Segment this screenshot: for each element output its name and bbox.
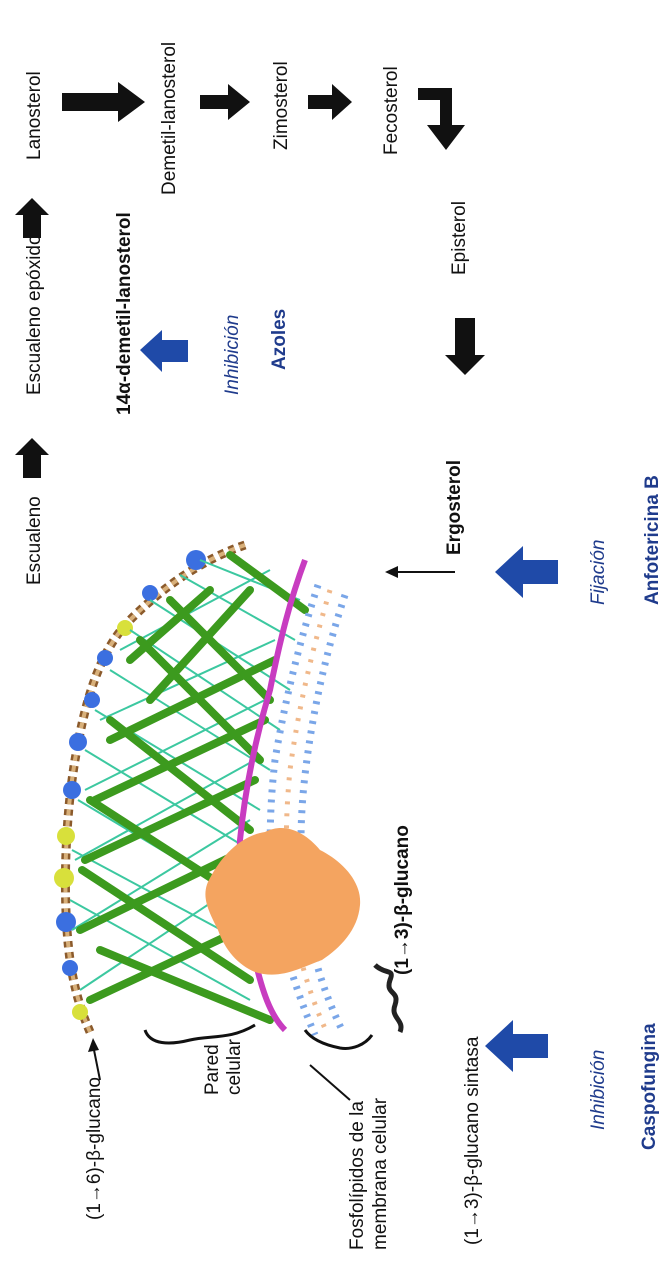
knob <box>142 585 158 601</box>
glucan-synthase-enzyme <box>205 828 361 975</box>
caspofungina-inhibition-label: Inhibición <box>588 1050 609 1130</box>
label-14-demetil-lanosterol: 14α-demetil-lanosterol <box>114 212 135 415</box>
knob <box>97 650 113 666</box>
knob <box>117 620 133 636</box>
knob <box>72 1004 88 1020</box>
arrow-episterol-ergosterol-icon <box>445 318 485 375</box>
mannoprotein-knobs <box>54 550 206 1020</box>
caspofungina-label: Caspofungina <box>639 1023 660 1150</box>
ergosterol-pathway: Lanosterol Demetil-lanosterol Zimosterol… <box>15 42 485 585</box>
label-glucan-1-3: (1→3)-β-glucano <box>392 825 413 975</box>
drug-azoles: Inhibición Azoles <box>140 309 290 395</box>
cell-labels: (1→6)-β-glucano Pared celular (1→3)-β-gl… <box>84 566 483 1250</box>
knob <box>57 827 75 845</box>
label-glucan-synthase: (1→3)-β-glucano sintasa <box>462 1036 483 1245</box>
label-pared-line1: Pared <box>202 1044 223 1095</box>
label-ergosterol: Ergosterol <box>444 460 465 555</box>
anfotericina-fixation-label: Fijación <box>588 540 609 605</box>
bilayer-inner <box>297 593 349 1032</box>
label-fecosterol: Fecosterol <box>381 66 402 155</box>
arrow-zimosterol-fecosterol-icon <box>308 84 352 120</box>
pointer-phospho-icon <box>309 1064 351 1101</box>
arrow-escualeno-epoxido-icon <box>15 438 49 478</box>
blue-arrow-anfotericina-icon <box>495 546 558 598</box>
label-episterol: Episterol <box>449 201 470 275</box>
synthase-glyph-icon <box>373 963 404 1033</box>
label-zimosterol: Zimosterol <box>271 61 292 150</box>
pointer-ergosterol-head-icon <box>385 566 398 578</box>
knob <box>63 781 81 799</box>
pared-brace-icon <box>143 1023 256 1045</box>
pointer-glucan-1-6-head-icon <box>88 1038 99 1052</box>
blue-arrow-azoles-icon <box>140 330 188 372</box>
label-phospho-line2: membrana celular <box>370 1097 391 1250</box>
arrow-epoxido-lanosterol-icon <box>15 198 49 238</box>
knob <box>54 868 74 888</box>
arrow-fecosterol-episterol-icon <box>418 88 465 150</box>
label-escualeno-epoxido: Escualeno epóxido <box>24 234 45 395</box>
label-phospho-line1: Fosfolípidos de la <box>347 1101 368 1250</box>
label-lanosterol: Lanosterol <box>24 71 45 160</box>
drug-anfotericina: Fijación Anfotericina B <box>495 475 663 605</box>
arrow-lanosterol-demetil-icon <box>62 82 145 122</box>
arrow-demetil-zimosterol-icon <box>200 84 250 120</box>
knob <box>56 912 76 932</box>
knob <box>69 733 87 751</box>
label-escualeno: Escualeno <box>24 496 45 585</box>
anfotericina-label: Anfotericina B <box>642 475 663 605</box>
label-pared-line2: celular <box>224 1038 245 1095</box>
azoles-label: Azoles <box>269 309 290 370</box>
knob <box>84 692 100 708</box>
drug-caspofungina: Inhibición Caspofungina <box>485 1020 660 1150</box>
blue-arrow-caspofungina-icon <box>485 1020 548 1072</box>
cell-wall-illustration <box>54 540 404 1037</box>
label-demetil-lanosterol: Demetil-lanosterol <box>159 42 180 195</box>
label-glucan-1-6: (1→6)-β-glucano <box>84 1077 105 1220</box>
knob <box>62 960 78 976</box>
knob <box>186 550 206 570</box>
phospho-brace-icon <box>303 1029 374 1050</box>
azoles-inhibition-label: Inhibición <box>222 315 243 395</box>
